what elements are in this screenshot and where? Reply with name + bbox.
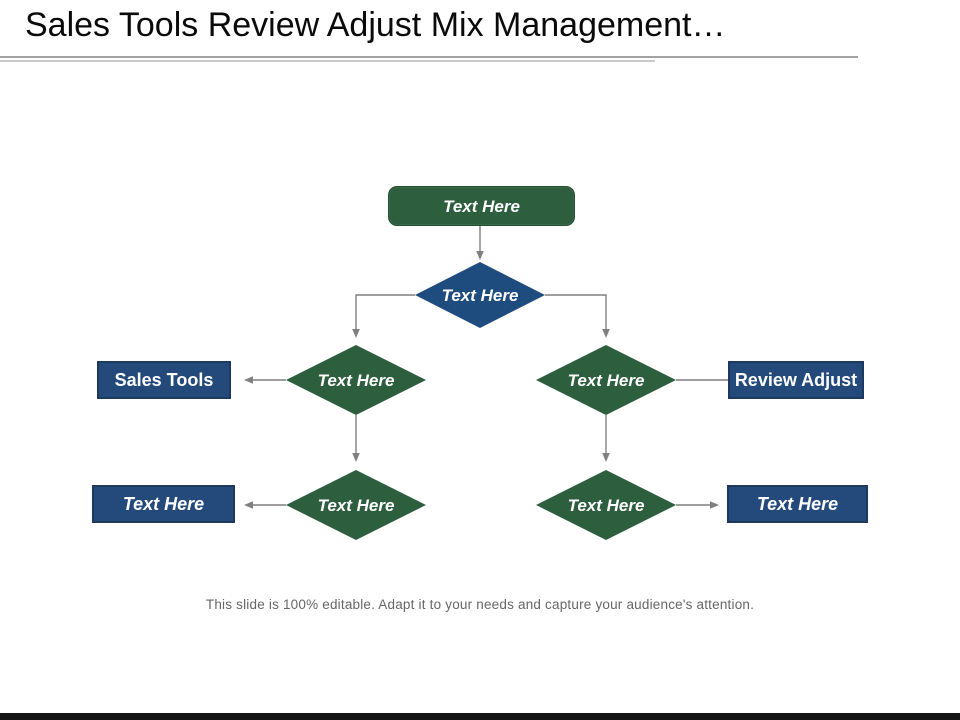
flow-start-node: Text Here [388,186,575,226]
connector-decision-top-to-mid-left [355,294,415,329]
flow-result-sales-tools: Sales Tools [97,361,231,399]
arrowhead-down-mid-right [602,329,610,338]
flow-result-review-adjust: Review Adjust [728,361,864,399]
flow-decision-bottom-left: Text Here [286,470,426,540]
flow-decision-mid-left-label: Text Here [317,370,395,390]
flow-decision-bottom-right-label: Text Here [567,495,645,515]
flow-decision-bottom-right: Text Here [536,470,676,540]
flow-decision-mid-right-label: Text Here [567,370,645,390]
flow-result-review-adjust-label: Review Adjust [734,370,858,390]
footer-note: This slide is 100% editable. Adapt it to… [205,597,755,612]
flow-decision-mid-right: Text Here [536,345,676,415]
flow-result-sales-tools-label: Sales Tools [114,370,214,390]
title-underline-primary [0,56,858,58]
flow-result-bottom-right-label: Text Here [756,494,839,514]
arrowhead-right-bottom-result [710,501,719,509]
arrowhead-down-bottom-right [602,453,610,462]
bottom-bar [0,713,960,720]
flow-start-label: Text Here [443,196,520,216]
flow-result-bottom-right: Text Here [727,485,868,523]
arrowhead-left-bottom-result [244,501,253,509]
connector-decision-top-to-mid-right [545,294,607,329]
flow-decision-mid-left: Text Here [286,345,426,415]
flow-decision-bottom-left-label: Text Here [317,495,395,515]
slide-title: Sales Tools Review Adjust Mix Management… [25,6,726,44]
flow-decision-top-label: Text Here [441,285,519,305]
flow-result-bottom-left-label: Text Here [122,494,205,514]
title-underline-secondary [0,60,655,62]
arrowhead-down-mid-left [352,329,360,338]
arrowhead-left-sales-tools [244,376,253,384]
arrowhead-down-decision-top [476,251,484,260]
arrowhead-down-bottom-left [352,453,360,462]
flow-result-bottom-left: Text Here [92,485,235,523]
flow-decision-top: Text Here [415,262,545,328]
